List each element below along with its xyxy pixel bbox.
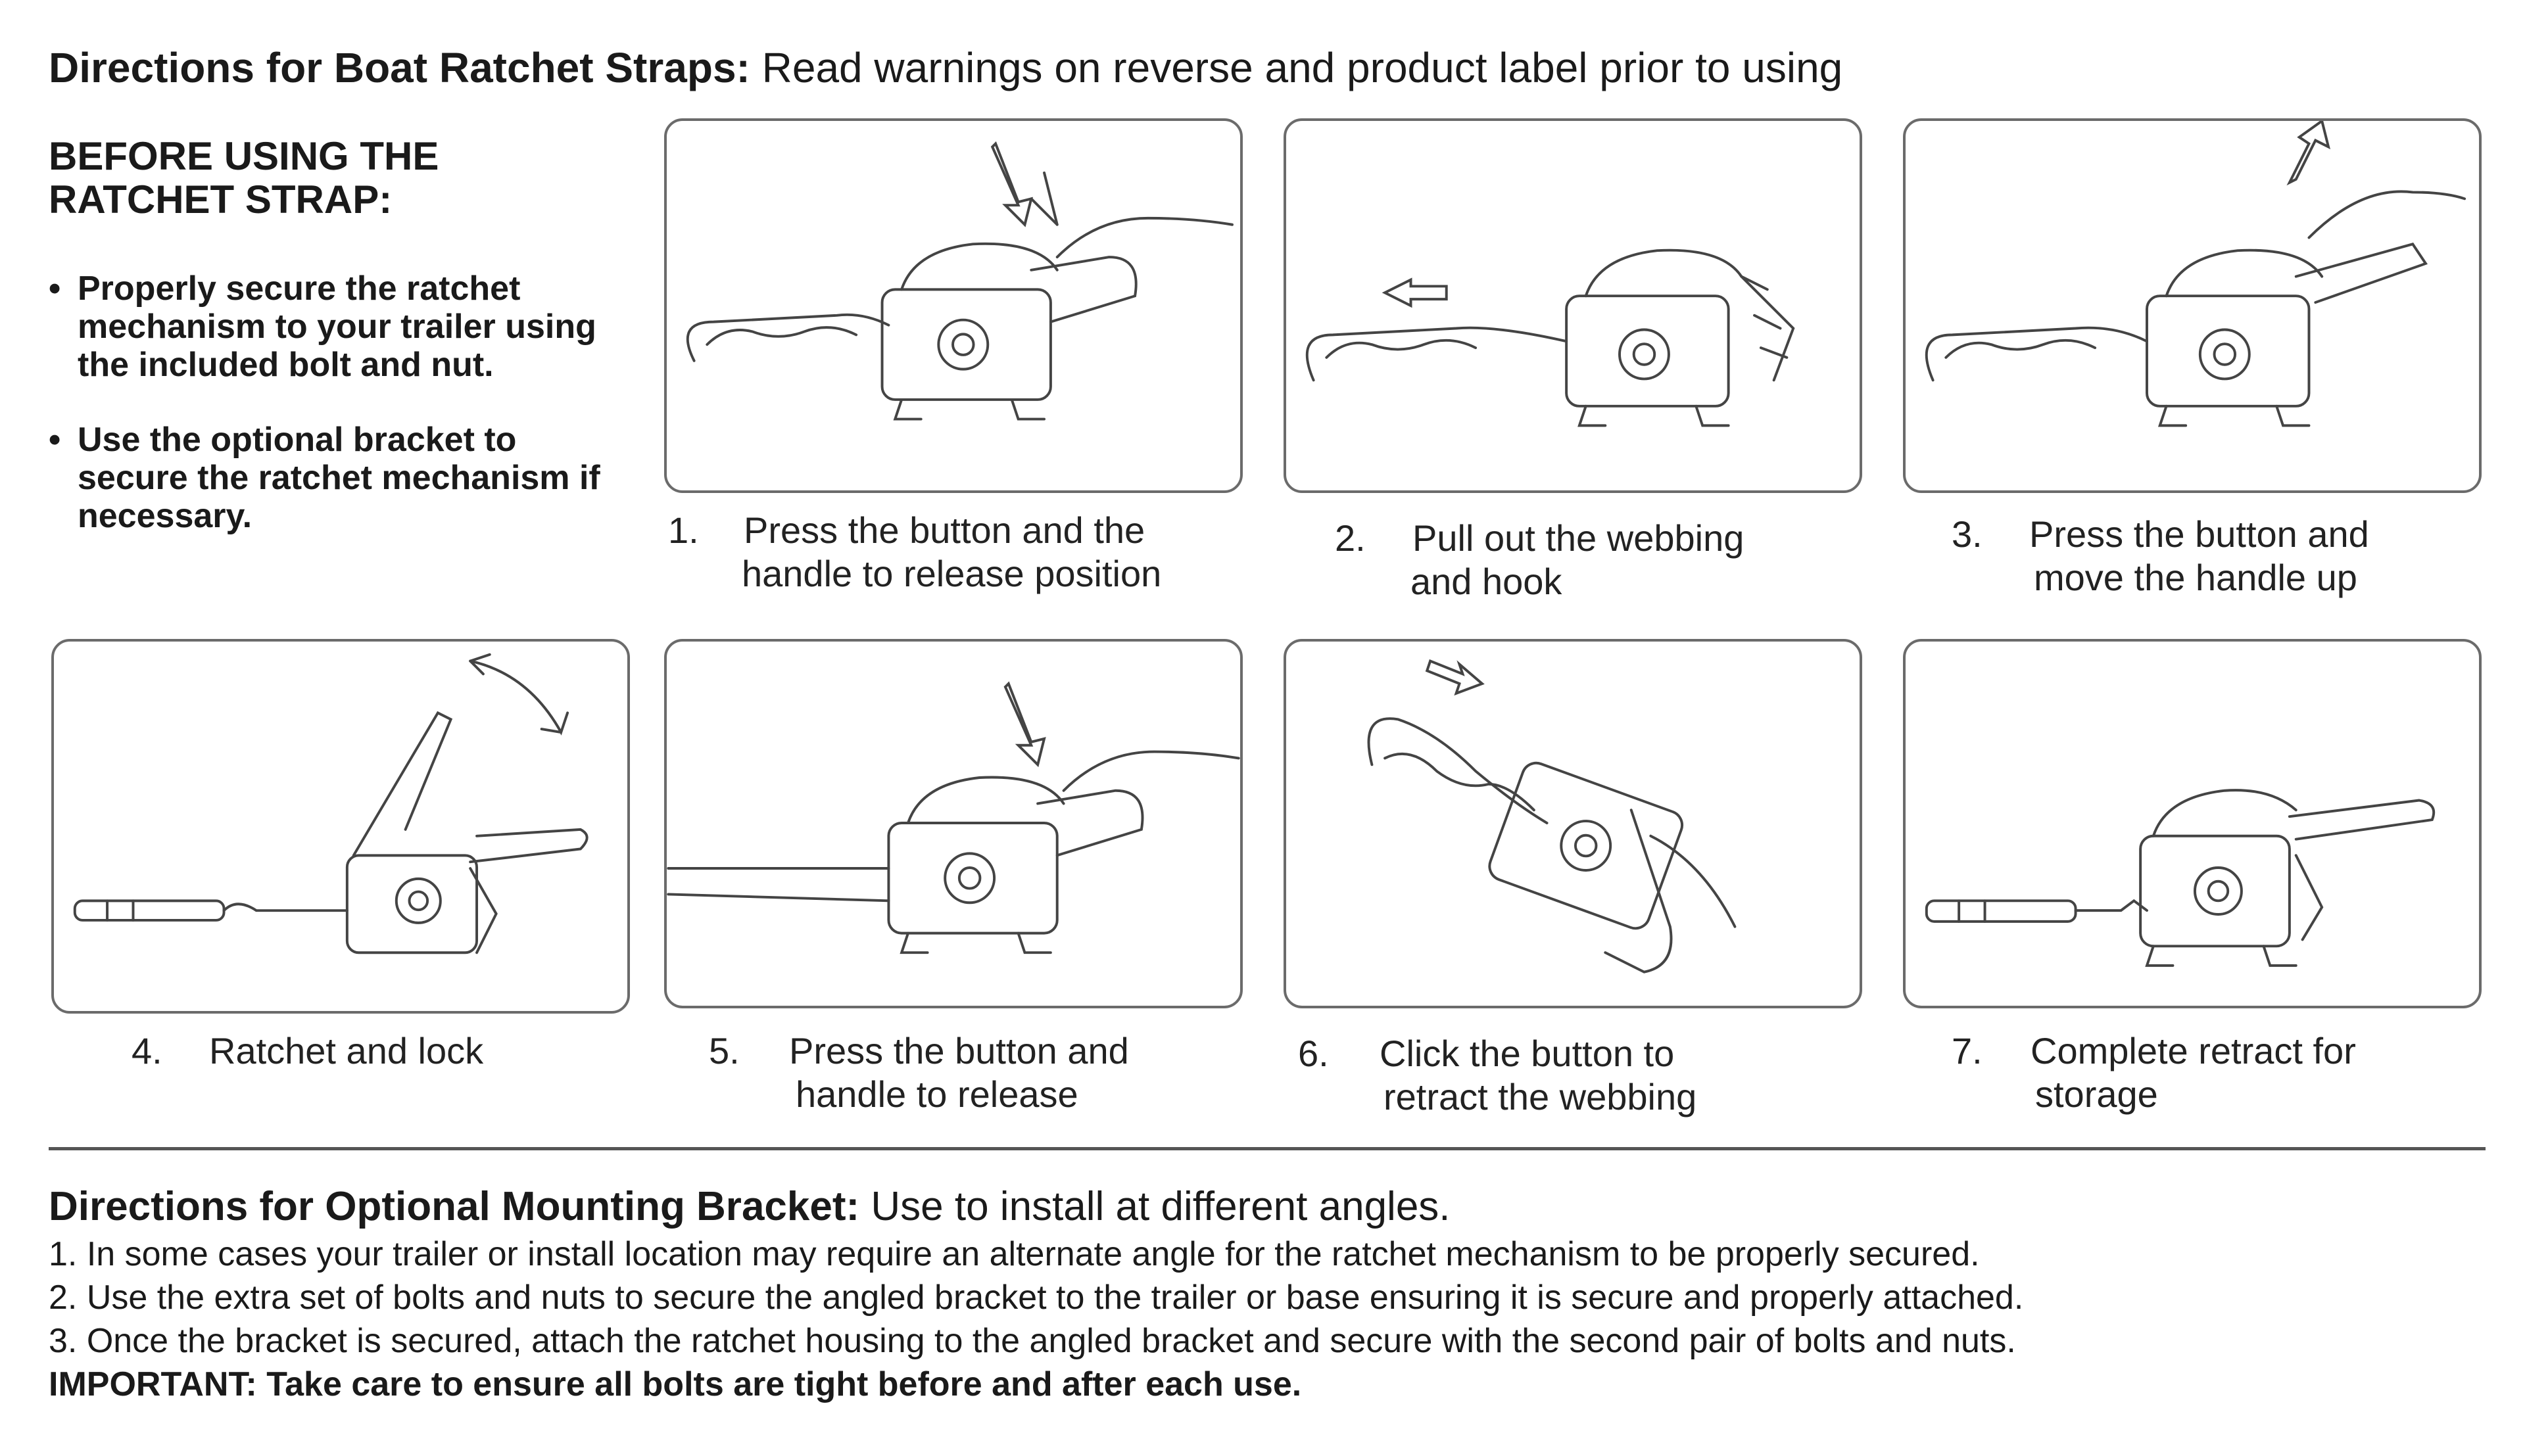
step-text-line1: Pull out the webbing: [1412, 517, 1744, 559]
before-using-bullets: • Properly secure the ratchet mechanism …: [49, 270, 627, 572]
bullet-dot-icon: •: [49, 270, 61, 308]
step-number: 5.: [709, 1030, 740, 1071]
bullet-item: • Use the optional bracket to secure the…: [49, 421, 627, 535]
step-text-line2: move the handle up: [2034, 557, 2357, 598]
bracket-heading-rest: Use to install at different angles.: [859, 1184, 1451, 1229]
ratchet-release-icon: [686, 141, 1234, 421]
step-text-line1: Complete retract for: [2031, 1030, 2356, 1071]
step-7-illustration: [1903, 639, 2482, 1008]
bracket-step: 2. Use the extra set of bolts and nuts t…: [49, 1279, 2024, 1317]
step-6-caption: 6. Click the button to retract the webbi…: [1298, 1032, 1850, 1124]
step-2-illustration: [1284, 118, 1862, 493]
step-4-caption: 4. Ratchet and lock: [132, 1029, 592, 1082]
step-text-line2: retract the webbing: [1383, 1076, 1697, 1117]
page-title-rest: Read warnings on reverse and product lab…: [750, 44, 1843, 91]
section-divider: [49, 1147, 2486, 1150]
step-4-illustration: [51, 639, 630, 1014]
step-1-caption: 1. Press the button and the handle to re…: [668, 509, 1247, 601]
retract-webbing-icon: [1367, 659, 1737, 974]
step-text-line1: Press the button and the: [744, 509, 1145, 551]
pull-webbing-icon: [1305, 248, 1795, 427]
step-text-line1: Ratchet and lock: [209, 1030, 484, 1071]
step-7-caption: 7. Complete retract for storage: [1952, 1029, 2478, 1121]
step-text-line1: Press the button and: [2029, 513, 2369, 555]
step-number: 1.: [668, 509, 699, 551]
before-using-heading-line2: RATCHET STRAP:: [49, 177, 393, 222]
step-text-line1: Press the button and: [789, 1030, 1129, 1071]
before-using-heading: BEFORE USING THE RATCHET STRAP:: [49, 135, 614, 222]
bracket-step: 1. In some cases your trailer or install…: [49, 1235, 1980, 1273]
step-text-line1: Click the button to: [1380, 1033, 1675, 1074]
step-number: 6.: [1298, 1033, 1329, 1074]
step-number: 7.: [1952, 1030, 1983, 1071]
before-using-heading-line1: BEFORE USING THE: [49, 134, 439, 178]
step-1-illustration: [664, 118, 1243, 493]
step-6-illustration: [1284, 639, 1862, 1008]
step-5-illustration: [664, 639, 1243, 1008]
bullet-item: • Properly secure the ratchet mechanism …: [49, 270, 627, 384]
step-3-caption: 3. Press the button and move the handle …: [1952, 513, 2478, 605]
step-text-line2: and hook: [1410, 561, 1562, 602]
step-number: 2.: [1335, 517, 1366, 559]
important-note: IMPORTANT: Take care to ensure all bolts…: [49, 1365, 1302, 1403]
handle-up-icon: [1925, 121, 2466, 427]
bullet-text: Properly secure the ratchet mechanism to…: [78, 270, 596, 384]
step-text-line2: storage: [2035, 1073, 2158, 1115]
step-number: 3.: [1952, 513, 1983, 555]
bullet-dot-icon: •: [49, 421, 61, 459]
step-number: 4.: [132, 1030, 162, 1071]
bracket-heading-bold: Directions for Optional Mounting Bracket…: [49, 1184, 860, 1229]
bracket-step: 3. Once the bracket is secured, attach t…: [49, 1322, 2016, 1360]
page-title: Directions for Boat Ratchet Straps: Read…: [49, 43, 1842, 92]
ratchet-release-icon: [667, 681, 1240, 954]
storage-icon: [1925, 789, 2436, 967]
step-3-illustration: [1903, 118, 2482, 493]
bracket-heading: Directions for Optional Mounting Bracket…: [49, 1183, 1451, 1230]
page-title-bold: Directions for Boat Ratchet Straps:: [49, 44, 750, 91]
ratchet-lock-icon: [73, 653, 589, 954]
step-2-caption: 2. Pull out the webbing and hook: [1335, 517, 1861, 609]
step-text-line2: handle to release position: [742, 553, 1162, 594]
bullet-text: Use the optional bracket to secure the r…: [78, 421, 600, 535]
step-5-caption: 5. Press the button and handle to releas…: [709, 1029, 1235, 1121]
bracket-steps: 1. In some cases your trailer or install…: [49, 1233, 2482, 1406]
step-text-line2: handle to release: [796, 1073, 1078, 1115]
